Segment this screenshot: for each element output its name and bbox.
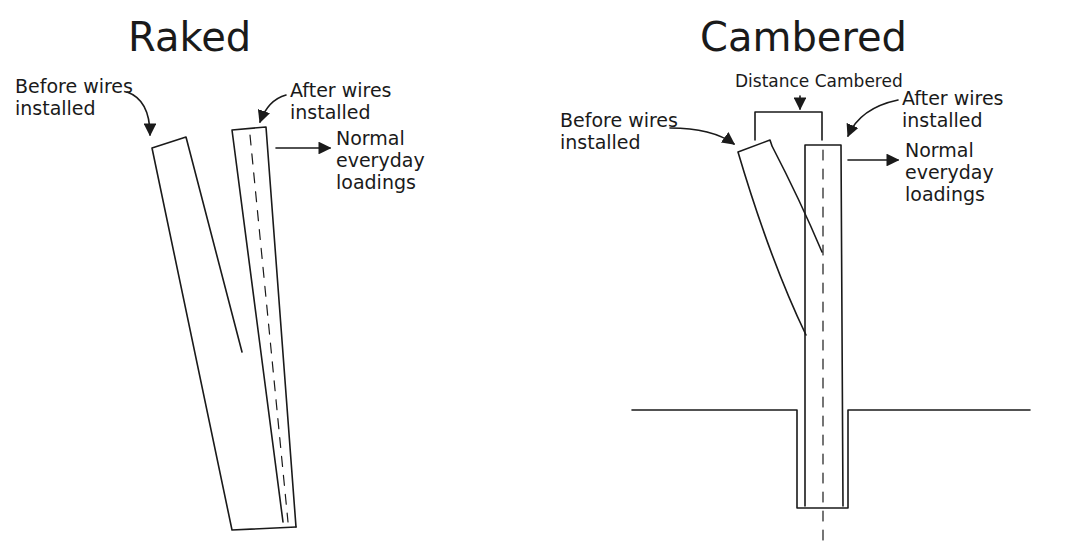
annotation-label: Normal everyday loadings	[905, 140, 1055, 206]
annotation-label: After wires installed	[290, 80, 415, 124]
dimension-bracket	[755, 112, 822, 140]
leader-arrow	[127, 92, 150, 135]
raked-after-pole	[232, 127, 296, 527]
leader-arrow	[799, 96, 801, 109]
cambered-before-pole	[738, 140, 822, 335]
load-arrow	[276, 147, 330, 149]
leader-arrow	[670, 128, 734, 144]
ground-line	[632, 410, 1030, 508]
diagram-title: Raked	[128, 14, 278, 60]
cambered-after-pole	[805, 145, 843, 506]
leader-arrow	[260, 95, 286, 122]
annotation-label: Before wires installed	[15, 76, 135, 120]
leader-arrow	[848, 100, 898, 136]
annotation-label: Before wires installed	[560, 110, 690, 154]
annotation-label: After wires installed	[902, 88, 1042, 132]
dimension-label: Distance Cambered	[735, 72, 915, 92]
annotation-label: Normal everyday loadings	[336, 128, 486, 194]
diagram-title: Cambered	[700, 14, 900, 60]
cambered-center-line	[822, 150, 823, 540]
load-arrow	[848, 159, 898, 161]
raked-before-pole	[152, 137, 296, 530]
raked-center-line	[250, 135, 288, 522]
